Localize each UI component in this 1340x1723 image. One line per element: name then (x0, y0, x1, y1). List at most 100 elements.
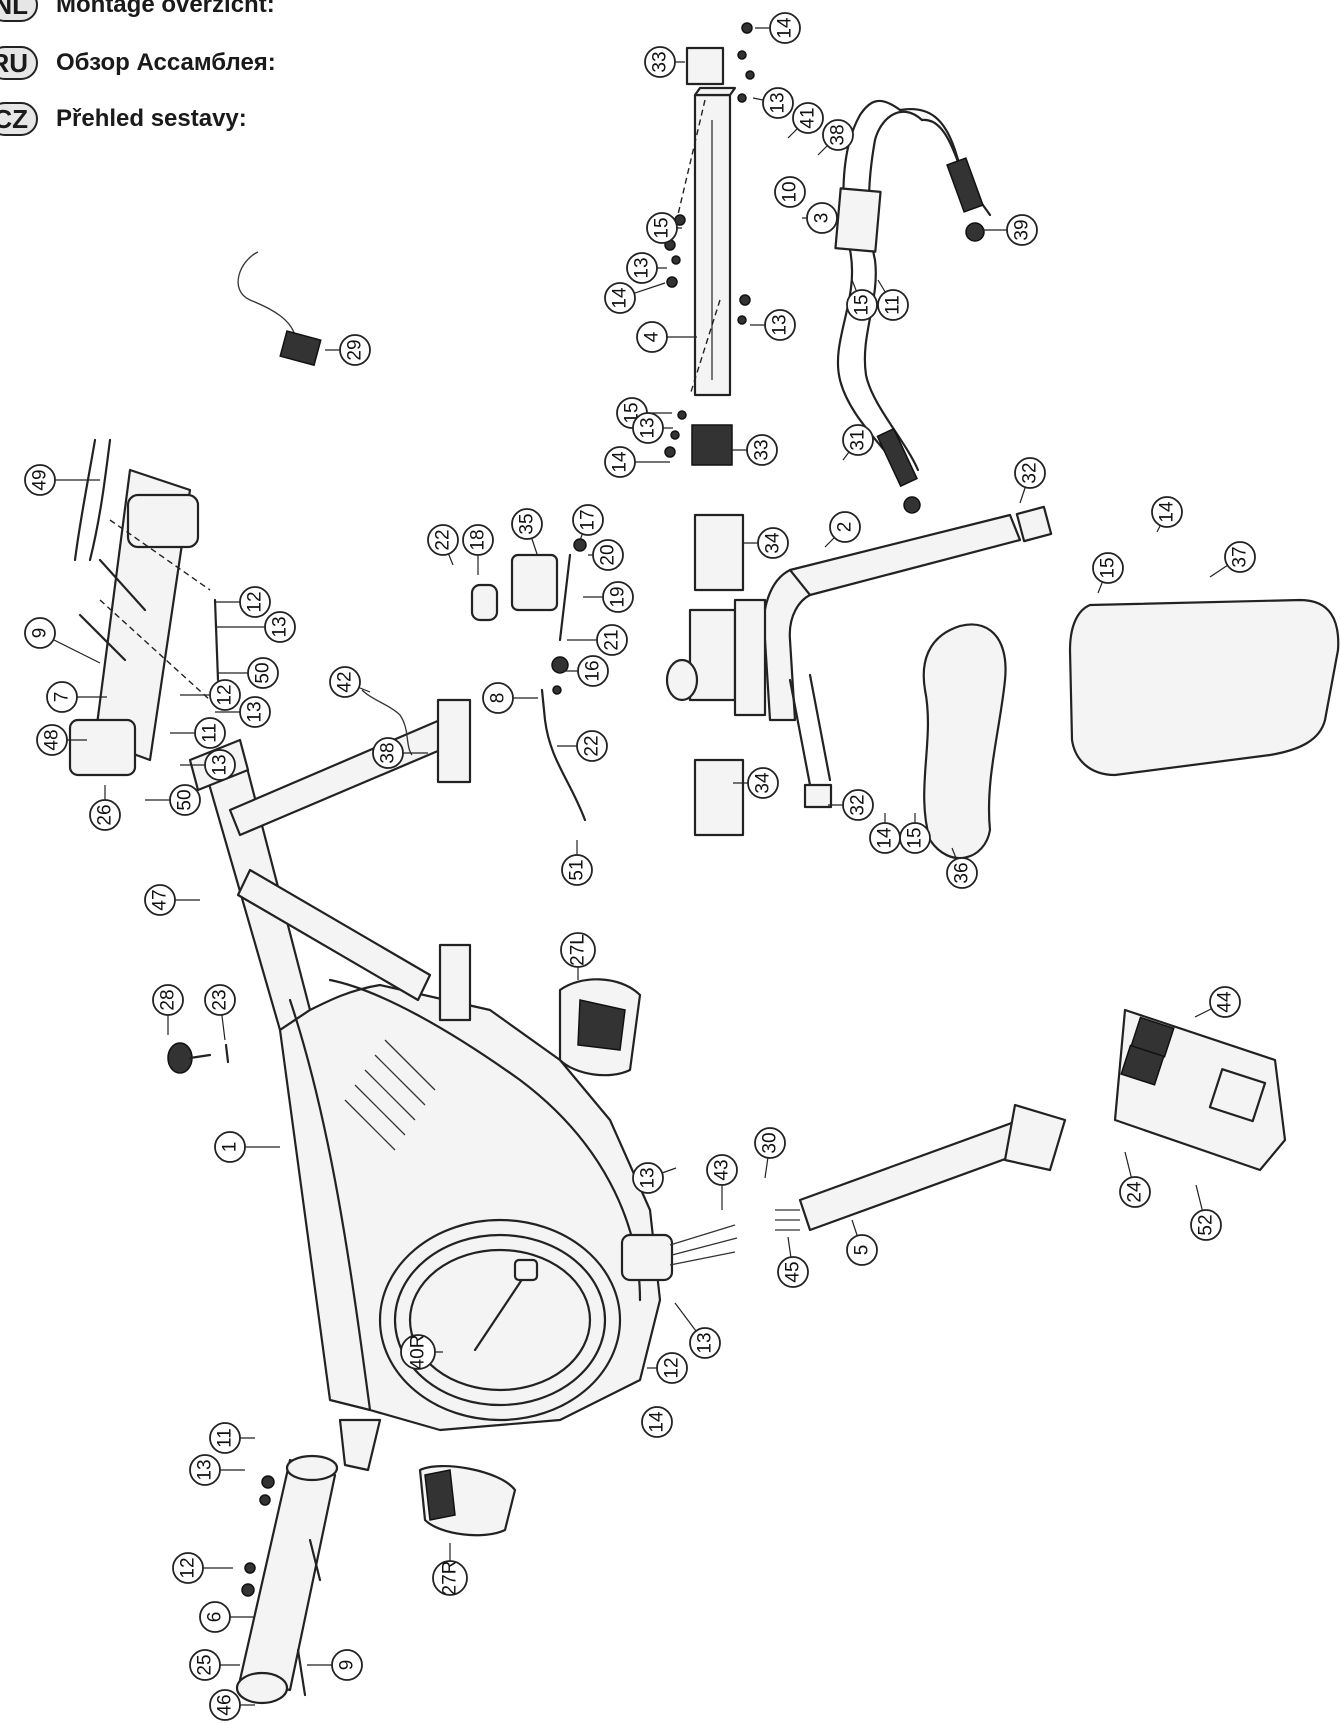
callout-circle (829, 511, 861, 543)
lang-badge-cz: CZ (0, 102, 38, 136)
callout-label: 33 (752, 439, 773, 460)
callout-circle (172, 1552, 204, 1584)
callout-label: 13 (638, 417, 659, 438)
callout-47: 47 (144, 884, 200, 916)
callout-circle (432, 1560, 468, 1596)
callout-circle (626, 252, 658, 284)
callout-label: 38 (828, 124, 849, 145)
callout-label: 15 (1098, 557, 1119, 578)
callout-circle (24, 617, 56, 649)
callout-37: 37 (1209, 541, 1256, 578)
callout-label: 36 (952, 862, 973, 883)
callout-circle (239, 586, 271, 618)
callout-15: 15 (899, 813, 931, 854)
callout-circle (604, 446, 636, 478)
callout-circle (462, 524, 494, 556)
callout-label: 12 (662, 1357, 683, 1378)
callout-25: 25 (189, 1649, 240, 1681)
part-2-seat-carriage (665, 513, 1022, 787)
callout-18: 18 (462, 524, 494, 575)
callout-circle (427, 524, 459, 556)
callout-circle (899, 822, 931, 854)
callout-label: 13 (638, 1167, 659, 1188)
callout-label: 15 (852, 294, 873, 315)
callout-14: 14 (604, 282, 666, 314)
callout-12: 12 (215, 586, 271, 618)
callout-circle (144, 884, 176, 916)
callout-label: 7 (52, 692, 73, 703)
callout-circle (36, 724, 68, 756)
callout-13: 13 (674, 1302, 721, 1359)
callout-label: 13 (270, 616, 291, 637)
callout-11: 11 (170, 717, 226, 749)
callout-27r: 27R (432, 1543, 468, 1596)
callout-2: 2 (824, 511, 861, 548)
callout-label: 10 (780, 181, 801, 202)
callout-38: 38 (817, 119, 854, 156)
callout-14: 14 (604, 446, 670, 478)
callout-label: 22 (433, 529, 454, 550)
callout-21: 21 (567, 624, 628, 656)
callout-8: 8 (482, 682, 538, 714)
callout-circle (1119, 1176, 1151, 1208)
callout-circle (592, 539, 624, 571)
parts-drawing (68, 22, 1340, 1705)
callout-label: 15 (905, 827, 926, 848)
callout-circle (946, 857, 978, 889)
callout-5: 5 (846, 1219, 878, 1266)
callout-circle (632, 412, 664, 444)
callout-label: 47 (150, 889, 171, 910)
callout-14: 14 (641, 1406, 673, 1438)
callout-circle (576, 730, 608, 762)
callout-14: 14 (1151, 496, 1183, 533)
callout-13: 13 (632, 1162, 677, 1194)
callout-11: 11 (877, 279, 909, 321)
part-33-bottom-cap (691, 424, 733, 466)
callout-circle (706, 1154, 738, 1186)
callout-circle (1209, 986, 1241, 1018)
part-27l-pedal (558, 978, 642, 1077)
callout-circle (46, 681, 78, 713)
callout-label: 34 (753, 772, 774, 794)
callout-label: 34 (763, 532, 784, 554)
callout-42: 42 (329, 666, 371, 698)
callout-label: 41 (798, 107, 819, 128)
callout-39: 39 (982, 214, 1038, 246)
callout-circle (1224, 541, 1256, 573)
callout-label: 40R (408, 1335, 429, 1370)
callout-circle (209, 1422, 241, 1454)
callout-45: 45 (777, 1236, 809, 1288)
callout-label: 42 (335, 671, 356, 692)
callout-circle (636, 321, 668, 353)
part-31-handlebar (834, 99, 992, 514)
callout-15: 15 (846, 279, 878, 321)
callout-circle (1151, 496, 1183, 528)
title-cz: Přehled sestavy: (56, 105, 247, 132)
callout-circle (214, 1131, 246, 1163)
callout-label: 17 (578, 509, 599, 530)
callout-44: 44 (1194, 986, 1241, 1018)
callout-label: 49 (30, 469, 51, 490)
callout-label: 31 (848, 429, 869, 450)
callout-50: 50 (145, 784, 201, 816)
callout-circle (792, 102, 824, 134)
part-34-slide-block-bottom (693, 758, 745, 837)
callout-circle (1092, 552, 1124, 584)
part-18-35-19-crank-parts (470, 538, 587, 695)
part-44-console (1113, 1008, 1287, 1172)
callout-circle (842, 424, 874, 456)
callout-label: 43 (712, 1159, 733, 1180)
header-row-cz: CZ Přehled sestavy: (0, 100, 247, 138)
callout-label: 13 (632, 257, 653, 278)
callout-label: 46 (215, 1694, 236, 1715)
callout-label: 6 (205, 1612, 226, 1623)
callout-label: 23 (210, 989, 231, 1010)
callout-label: 48 (42, 729, 63, 750)
callout-label: 32 (848, 794, 869, 815)
callout-label: 44 (1215, 991, 1236, 1013)
callout-3: 3 (802, 202, 838, 234)
callout-circle (511, 508, 543, 540)
callout-label: 26 (95, 804, 116, 825)
callout-43: 43 (706, 1154, 738, 1210)
